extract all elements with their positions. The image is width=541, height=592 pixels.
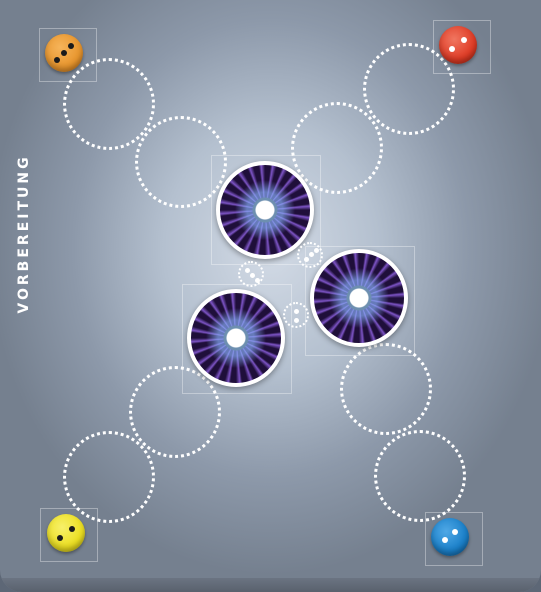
yellow-die-icon[interactable] [47,514,85,552]
placement-spot-blue-2[interactable] [340,343,432,435]
red-die-icon[interactable] [439,26,477,64]
preparation-label: VORBEREITUNG [16,154,32,313]
pip-token-lower-right[interactable] [283,302,309,328]
vortex-portal-icon[interactable] [216,161,314,259]
vortex-portal-icon[interactable] [187,289,285,387]
placement-spot-blue-1[interactable] [374,430,466,522]
blue-die-icon[interactable] [431,518,469,556]
orange-die-icon[interactable] [45,34,83,72]
pip-token-center[interactable] [238,261,264,287]
vortex-portal-icon[interactable] [310,249,408,347]
pip-token-upper-right[interactable] [297,242,323,268]
